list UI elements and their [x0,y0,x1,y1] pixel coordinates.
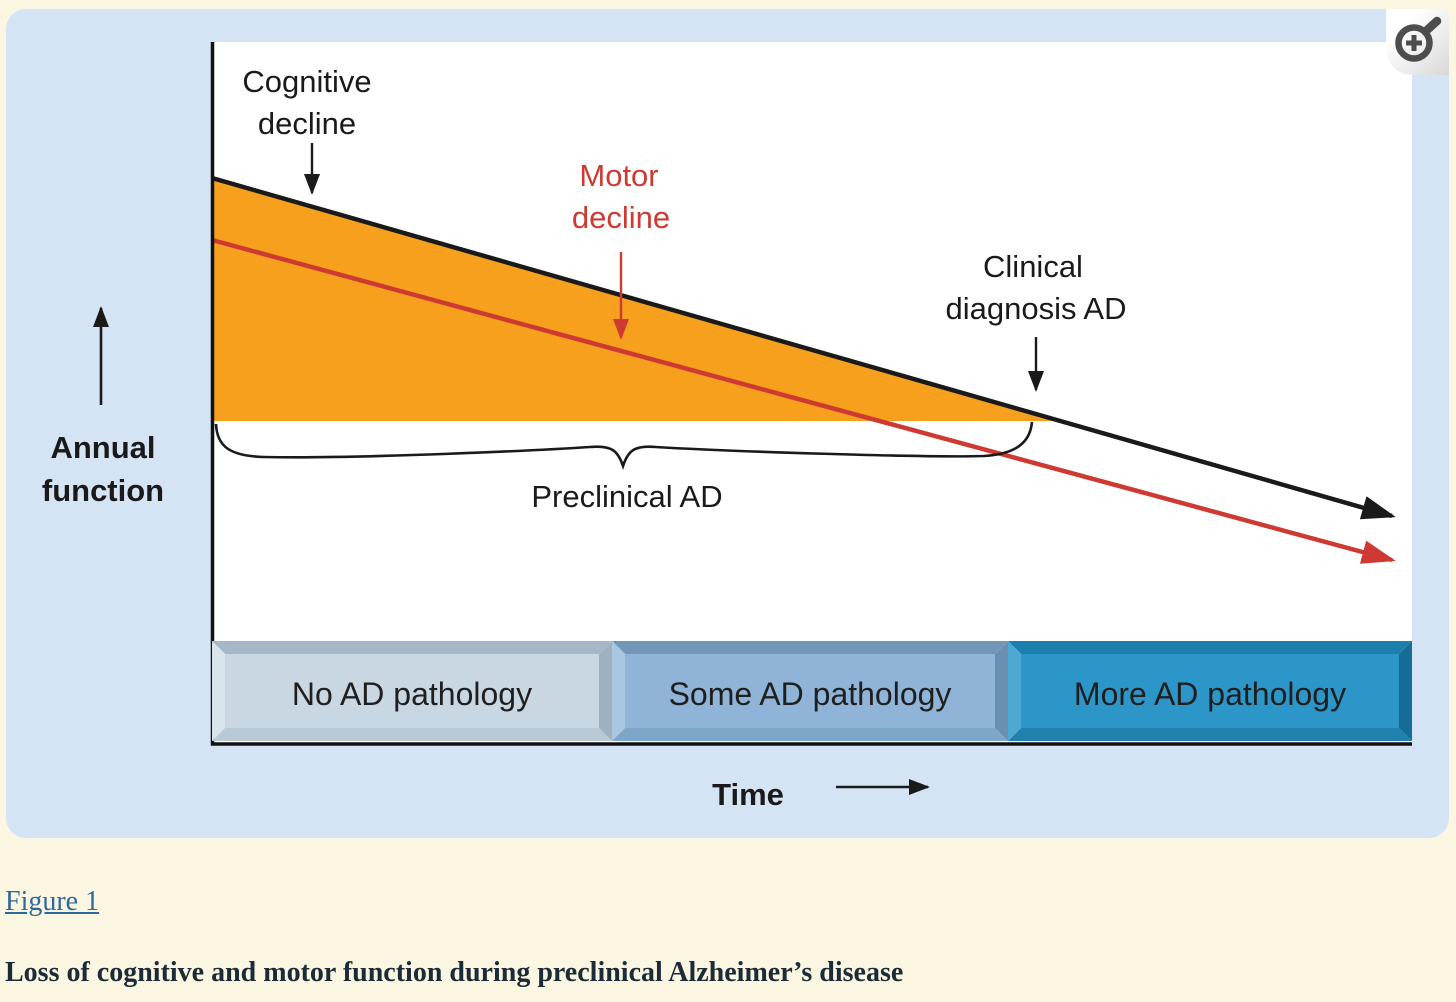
cognitive-decline-label-line1: Cognitive [242,64,371,99]
preclinical-ad-label: Preclinical AD [531,479,722,514]
stage-box-1-bevel-top [212,641,612,654]
motor-decline-label-line1: Motor [579,158,658,193]
stage-box-3-label: More AD pathology [1074,676,1346,712]
stage-box-no-ad-pathology: No AD pathology [212,641,612,741]
motor-decline-line [211,237,1396,564]
figure-link[interactable]: Figure 1 [5,886,100,917]
clinical-diagnosis-label-line1: Clinical [983,249,1083,284]
stage-box-1-bevel-left [212,641,225,741]
magnifier-plus-icon [1395,16,1442,62]
stage-box-2-bevel-right [995,641,1008,741]
preclinical-brace [214,421,1034,471]
stage-box-some-ad-pathology: Some AD pathology [612,641,1008,741]
stage-box-3-bevel-bottom [1008,728,1412,741]
clinical-diagnosis-label-line2: diagnosis AD [946,291,1127,326]
y-axis-label-line1: Annual [50,430,155,465]
cognitive-decline-line [211,175,1396,520]
stage-box-3-face [1021,654,1399,728]
figure-chart: No AD pathology Some AD pathology More A… [6,9,1449,838]
cognitive-decline-label-line2: decline [258,106,356,141]
stage-box-2-face [625,654,995,728]
figure-caption-title: Loss of cognitive and motor function dur… [5,957,904,988]
motor-decline-label-line2: decline [572,200,670,235]
stage-box-more-ad-pathology: More AD pathology [1008,641,1412,741]
y-axis-label-line2: function [42,473,164,508]
stage-box-2-bevel-bottom [612,728,1008,741]
stage-box-1-label: No AD pathology [292,676,532,712]
x-axis-label: Time [712,777,784,812]
stage-box-2-bevel-top [612,641,1008,654]
stage-box-3-bevel-right [1399,641,1412,741]
stage-box-2-label: Some AD pathology [669,676,952,712]
stage-box-2-bevel-left [612,641,625,741]
stage-box-1-face [225,654,599,728]
stage-box-3-bevel-top [1008,641,1412,654]
figure-zoom-button[interactable] [1386,9,1449,75]
stage-box-1-bevel-right [599,641,612,741]
stage-box-3-bevel-left [1008,641,1021,741]
stage-box-1-bevel-bottom [212,728,612,741]
